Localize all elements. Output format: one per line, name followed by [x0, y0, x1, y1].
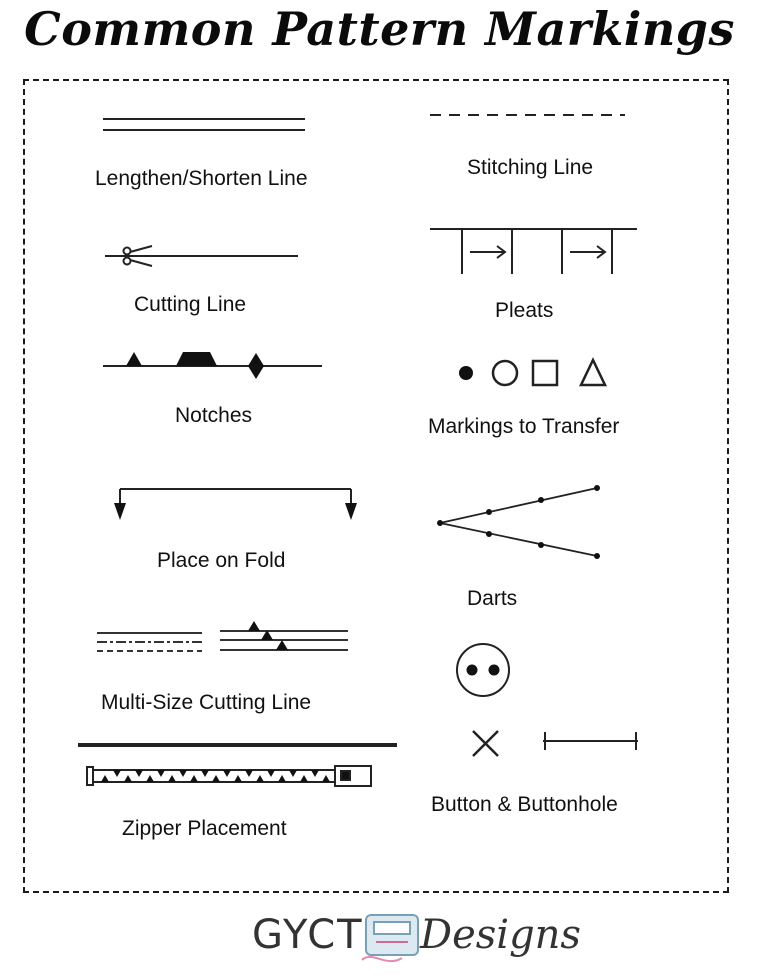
- markings-transfer-symbol: [459, 357, 607, 387]
- label-multi-size: Multi-Size Cutting Line: [101, 691, 312, 714]
- brand-right: Designs: [420, 912, 581, 958]
- page-title: Common Pattern Markings: [24, 2, 735, 56]
- multi-size-cutting-symbol: [97, 621, 348, 652]
- lengthen-shorten-symbol: [103, 118, 305, 131]
- label-darts: Darts: [467, 587, 518, 610]
- label-stitching: Stitching Line: [467, 156, 594, 179]
- sewing-machine-icon: [361, 914, 419, 963]
- label-place-on-fold: Place on Fold: [157, 549, 286, 572]
- label-lengthen-shorten: Lengthen/Shorten Line: [95, 167, 308, 190]
- triangle-icon: [579, 357, 607, 387]
- label-notches: Notches: [175, 404, 253, 427]
- button-symbol: [456, 643, 638, 757]
- label-pleats: Pleats: [495, 299, 554, 322]
- label-zipper: Zipper Placement: [122, 817, 287, 840]
- darts-symbol: [437, 485, 600, 559]
- square-icon: [531, 359, 559, 387]
- pleats-symbol: [430, 228, 637, 274]
- label-markings-transfer: Markings to Transfer: [428, 415, 620, 438]
- label-button: Button & Buttonhole: [431, 793, 618, 816]
- zipper-symbol: [78, 743, 397, 787]
- button-icon: [456, 643, 510, 697]
- scissors-icon: [122, 245, 153, 267]
- cutting-line-symbol: [105, 245, 298, 267]
- place-on-fold-symbol: [114, 488, 357, 520]
- brand-left: GYCT: [252, 912, 364, 958]
- dot-icon: [459, 366, 473, 380]
- circle-icon: [491, 359, 519, 387]
- dashed-frame: [23, 79, 729, 893]
- notches-symbol: [103, 352, 322, 379]
- label-cutting: Cutting Line: [134, 293, 247, 316]
